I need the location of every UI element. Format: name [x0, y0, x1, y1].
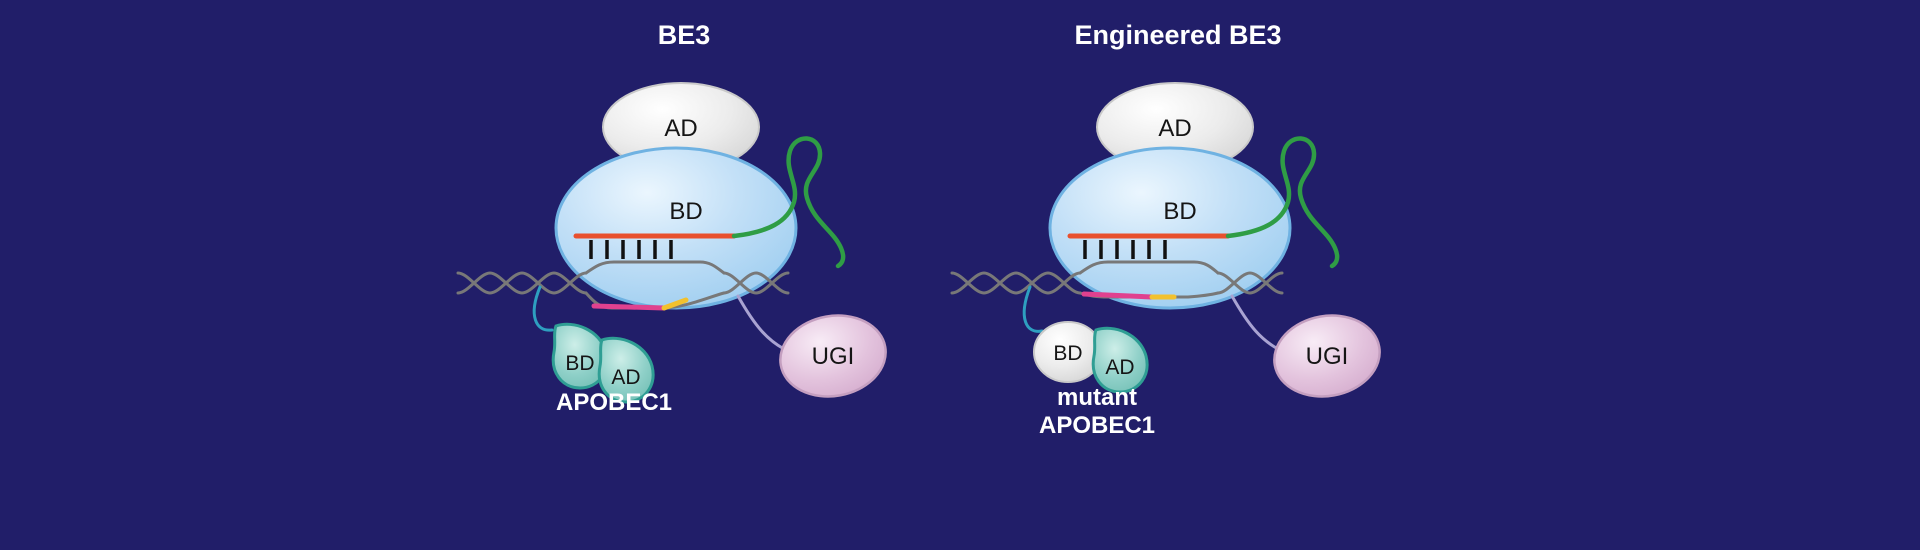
dna-strand [950, 271, 1082, 295]
ugi-ellipse [1273, 314, 1381, 398]
apobec1-ad-label: AD [611, 366, 640, 389]
rna-dna-basepair-ticks [1083, 240, 1167, 259]
apobec1-ad-lobe-shape [597, 336, 655, 404]
cas9-ad-label: AD [1158, 115, 1191, 142]
apobec1-complex: BD AD APOBEC1 [551, 322, 672, 416]
apobec1-ad-lobe [1091, 326, 1149, 394]
pam-segment [661, 297, 689, 311]
cas9-ad-label: AD [664, 115, 697, 142]
target-ssdna-segment [591, 303, 667, 311]
apobec1-name-label: APOBEC1 [556, 389, 672, 416]
diagram-title: BE3 [658, 20, 711, 50]
sgrna-scaffold-loop [1225, 136, 1340, 269]
dna-bubble-top-strand [584, 260, 726, 275]
ugi-label: UGI [812, 343, 855, 370]
cas9-bd-domain-ellipse [554, 146, 798, 310]
diagram-title: Engineered BE3 [1074, 20, 1281, 50]
apobec-linker [532, 285, 554, 332]
ugi-linker [1230, 294, 1280, 351]
ugi-linker [736, 294, 786, 351]
cas9-bd-domain-ellipse [1048, 146, 1292, 310]
apobec-linker [1022, 285, 1044, 333]
sgrna-scaffold-loop [731, 136, 846, 269]
target-ssdna-segment [1081, 291, 1155, 300]
dna-strand [1216, 271, 1284, 295]
ugi-domain: UGI [779, 314, 887, 398]
apobec1-bd-lobe [551, 322, 609, 390]
dna-strand [722, 271, 790, 295]
dna-strand [950, 271, 1082, 295]
apobec1-mutant-label-line2: APOBEC1 [1039, 412, 1155, 439]
apobec1-bd-lobe-shape [551, 322, 609, 390]
ugi-ellipse [779, 314, 887, 398]
dna-strand [1216, 271, 1284, 295]
dna-strand [722, 271, 790, 295]
apobec1-ad-lobe [597, 336, 655, 404]
ugi-domain: UGI [1273, 314, 1381, 398]
rna-dna-basepair-ticks [589, 240, 673, 259]
diagram-be3: BE3 AD BD [456, 20, 887, 416]
apobec1-mutant-label-line1: mutant [1057, 384, 1137, 411]
apobec1-bd-label: BD [565, 352, 594, 375]
cas9-bd-label: BD [1163, 198, 1196, 225]
dna-bubble-top-strand [1078, 260, 1220, 275]
dna-strand [456, 271, 588, 295]
dna-strand [456, 271, 588, 295]
apobec1-ad-label: AD [1105, 356, 1134, 379]
apobec1-ad-lobe-shape [1091, 326, 1149, 394]
cas9-bd-label: BD [669, 198, 702, 225]
apobec1-bd-label: BD [1053, 342, 1082, 365]
mutant-apobec1-complex: BD AD mutant APOBEC1 [1033, 321, 1155, 439]
ugi-label: UGI [1306, 343, 1349, 370]
diagram-engineered-be3: Engineered BE3 AD BD [950, 20, 1381, 439]
